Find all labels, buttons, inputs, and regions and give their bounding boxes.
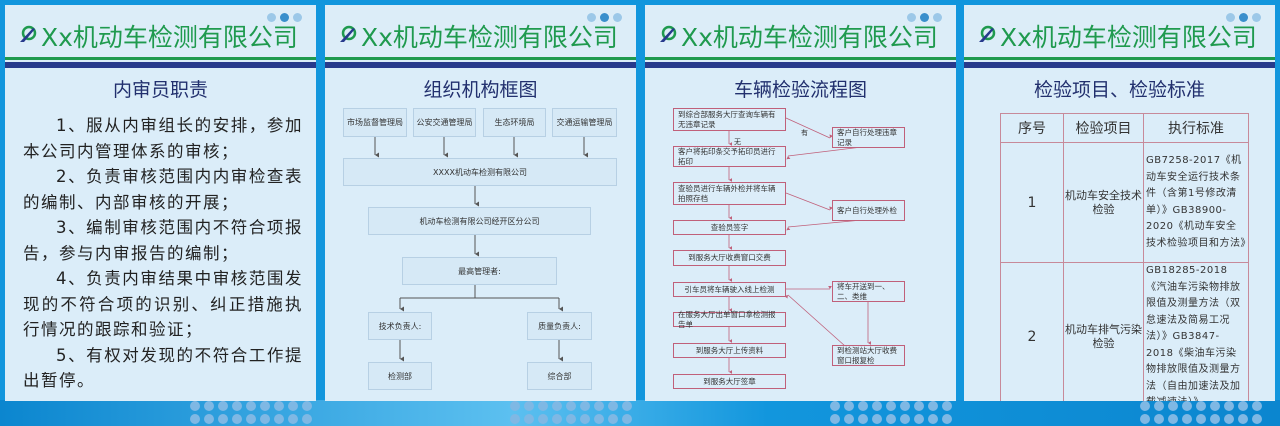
panel-header: Xx机动车检测有限公司 [325,5,636,57]
panel-title: 检验项目、检验标准 [1033,79,1205,101]
company-name: Xx机动车检测有限公司 [361,23,618,52]
company-logo-icon [660,25,677,42]
flow-step: 查验员签字 [673,220,786,235]
decorative-dots [190,401,314,424]
org-box-general-dept: 综合部 [527,362,592,390]
company-name: Xx机动车检测有限公司 [1000,23,1257,52]
header-dots [1226,13,1261,22]
cell-standard: GB7258-2017《机动车安全运行技术条件（含第1号修改清单）》GB3890… [1143,142,1251,263]
flow-step: 到服务大厅签章 [673,374,786,389]
panel-title: 内审员职责 [112,79,208,101]
flow-connectors [728,117,872,374]
green-divider [325,57,636,60]
duty-item: 3、编制审核范围内不符合项报告，参与内审报告的编制； [23,218,303,263]
panel-org-chart: Xx机动车检测有限公司 组织机构框图 市场监督管理局 公安交通管理局 生态环境局… [325,5,636,401]
column-header: 检验项目 [1063,113,1144,143]
company-name: Xx机动车检测有限公司 [41,23,298,52]
panel-inspection-standards: Xx机动车检测有限公司 检验项目、检验标准 序号 检验项目 执行标准 1 机动车… [964,5,1275,401]
flow-step: 客户将拓印条交予拓印员进行拓印 [673,146,786,167]
column-header: 序号 [1000,113,1064,143]
header-dots [267,13,302,22]
org-box-authority: 交通运输管理局 [552,108,617,137]
flow-step: 到服务大厅收费窗口交费 [673,250,786,266]
flow-side-step: 将车开送到一、二、类维 [832,281,905,302]
panel-internal-auditor-duties: Xx机动车检测有限公司 内审员职责 1、服从内审组长的安排，参加本公司内管理体系… [5,5,316,401]
table-row: 1 机动车安全技术检验 GB7258-2017《机动车安全运行技术条件（含第1号… [1000,142,1251,263]
header-dots [907,13,942,22]
table-header-row: 序号 检验项目 执行标准 [1000,113,1249,143]
header-dots [587,13,622,22]
panel-title: 组织机构框图 [423,79,538,101]
decorative-dots [510,401,634,424]
flow-side-step: 客户自行处理外检 [832,200,905,221]
company-logo-icon [340,25,357,42]
flow-step: 在服务大厅出单窗口拿检测报告单 [673,310,786,329]
duty-item: 4、负责内审结果中审核范围发现的不符合项的识别、纠正措施执行情况的跟踪和验证； [23,269,303,339]
duties-list: 1、服从内审组长的安排，参加本公司内管理体系的审核； 2、负责审核范围内内审检查… [23,113,303,394]
org-box-authority: 生态环境局 [483,108,546,137]
navy-divider [645,62,956,68]
org-box-tech-dept: 检测部 [368,362,432,390]
flow-side-step: 到检测站大厅收费窗口报复检 [832,345,905,366]
duty-item: 1、服从内审组长的安排，参加本公司内管理体系的审核； [23,116,303,161]
org-box-authority: 市场监督管理局 [343,108,407,137]
cell-item: 机动车安全技术检验 [1063,142,1144,263]
decorative-dots [1140,401,1264,424]
decorative-dots [830,401,954,424]
org-box-company: XXXX机动车检测有限公司 [343,158,617,186]
panel-title: 车辆检验流程图 [733,79,867,101]
green-divider [964,57,1275,60]
org-box-authority: 公安交通管理局 [413,108,476,137]
duty-item: 5、有权对发现的不符合工作提出暂停。 [23,345,303,391]
column-header: 执行标准 [1143,113,1249,143]
cell-standard: GB18285-2018《汽油车污染物排放限值及测量方法（双怠速法及简易工况法）… [1143,262,1249,401]
flow-side-step: 客户自行处理违章记录 [832,127,905,148]
duty-item: 2、负责审核范围内内审检查表的编制、内部审核的开展； [23,167,303,212]
standards-table: 序号 检验项目 执行标准 1 机动车安全技术检验 GB7258-2017《机动车… [1000,113,1251,401]
company-logo-icon [20,25,37,42]
green-divider [5,57,316,60]
company-logo-icon [979,25,996,42]
cell-item: 机动车排气污染检验 [1063,262,1144,401]
navy-divider [964,62,1275,68]
flow-step: 引车员将车辆驶入线上检测 [673,282,786,297]
flow-step: 到综合部服务大厅查询车辆有无违章记录 [673,108,786,131]
table-row: 2 机动车排气污染检验 GB18285-2018《汽油车污染物排放限值及测量方法… [1000,262,1249,401]
panel-inspection-flowchart: Xx机动车检测有限公司 车辆检验流程图 到综合部服务大厅查询车辆有无违章记录 客… [645,5,956,401]
flow-label-yes: 有 [801,129,808,137]
org-box-top-manager: 最高管理者: [402,257,557,285]
panel-header: Xx机动车检测有限公司 [645,5,956,57]
flow-step: 到服务大厅上传资料 [673,343,786,358]
panel-header: Xx机动车检测有限公司 [5,5,316,57]
flow-label-no: 无 [734,138,741,146]
org-connectors [374,137,588,362]
flow-step: 查验员进行车辆外检并将车辆拍照存档 [673,182,786,205]
navy-divider [5,62,316,68]
navy-divider [325,62,636,68]
org-box-quality-lead: 质量负责人: [527,312,592,340]
cell-no: 1 [1000,142,1064,263]
company-name: Xx机动车检测有限公司 [681,23,938,52]
org-box-branch: 机动车检测有限公司经开区分公司 [368,207,591,235]
green-divider [645,57,956,60]
panel-header: Xx机动车检测有限公司 [964,5,1275,57]
cell-no: 2 [1000,262,1064,401]
org-box-tech-lead: 技术负责人: [368,312,432,340]
